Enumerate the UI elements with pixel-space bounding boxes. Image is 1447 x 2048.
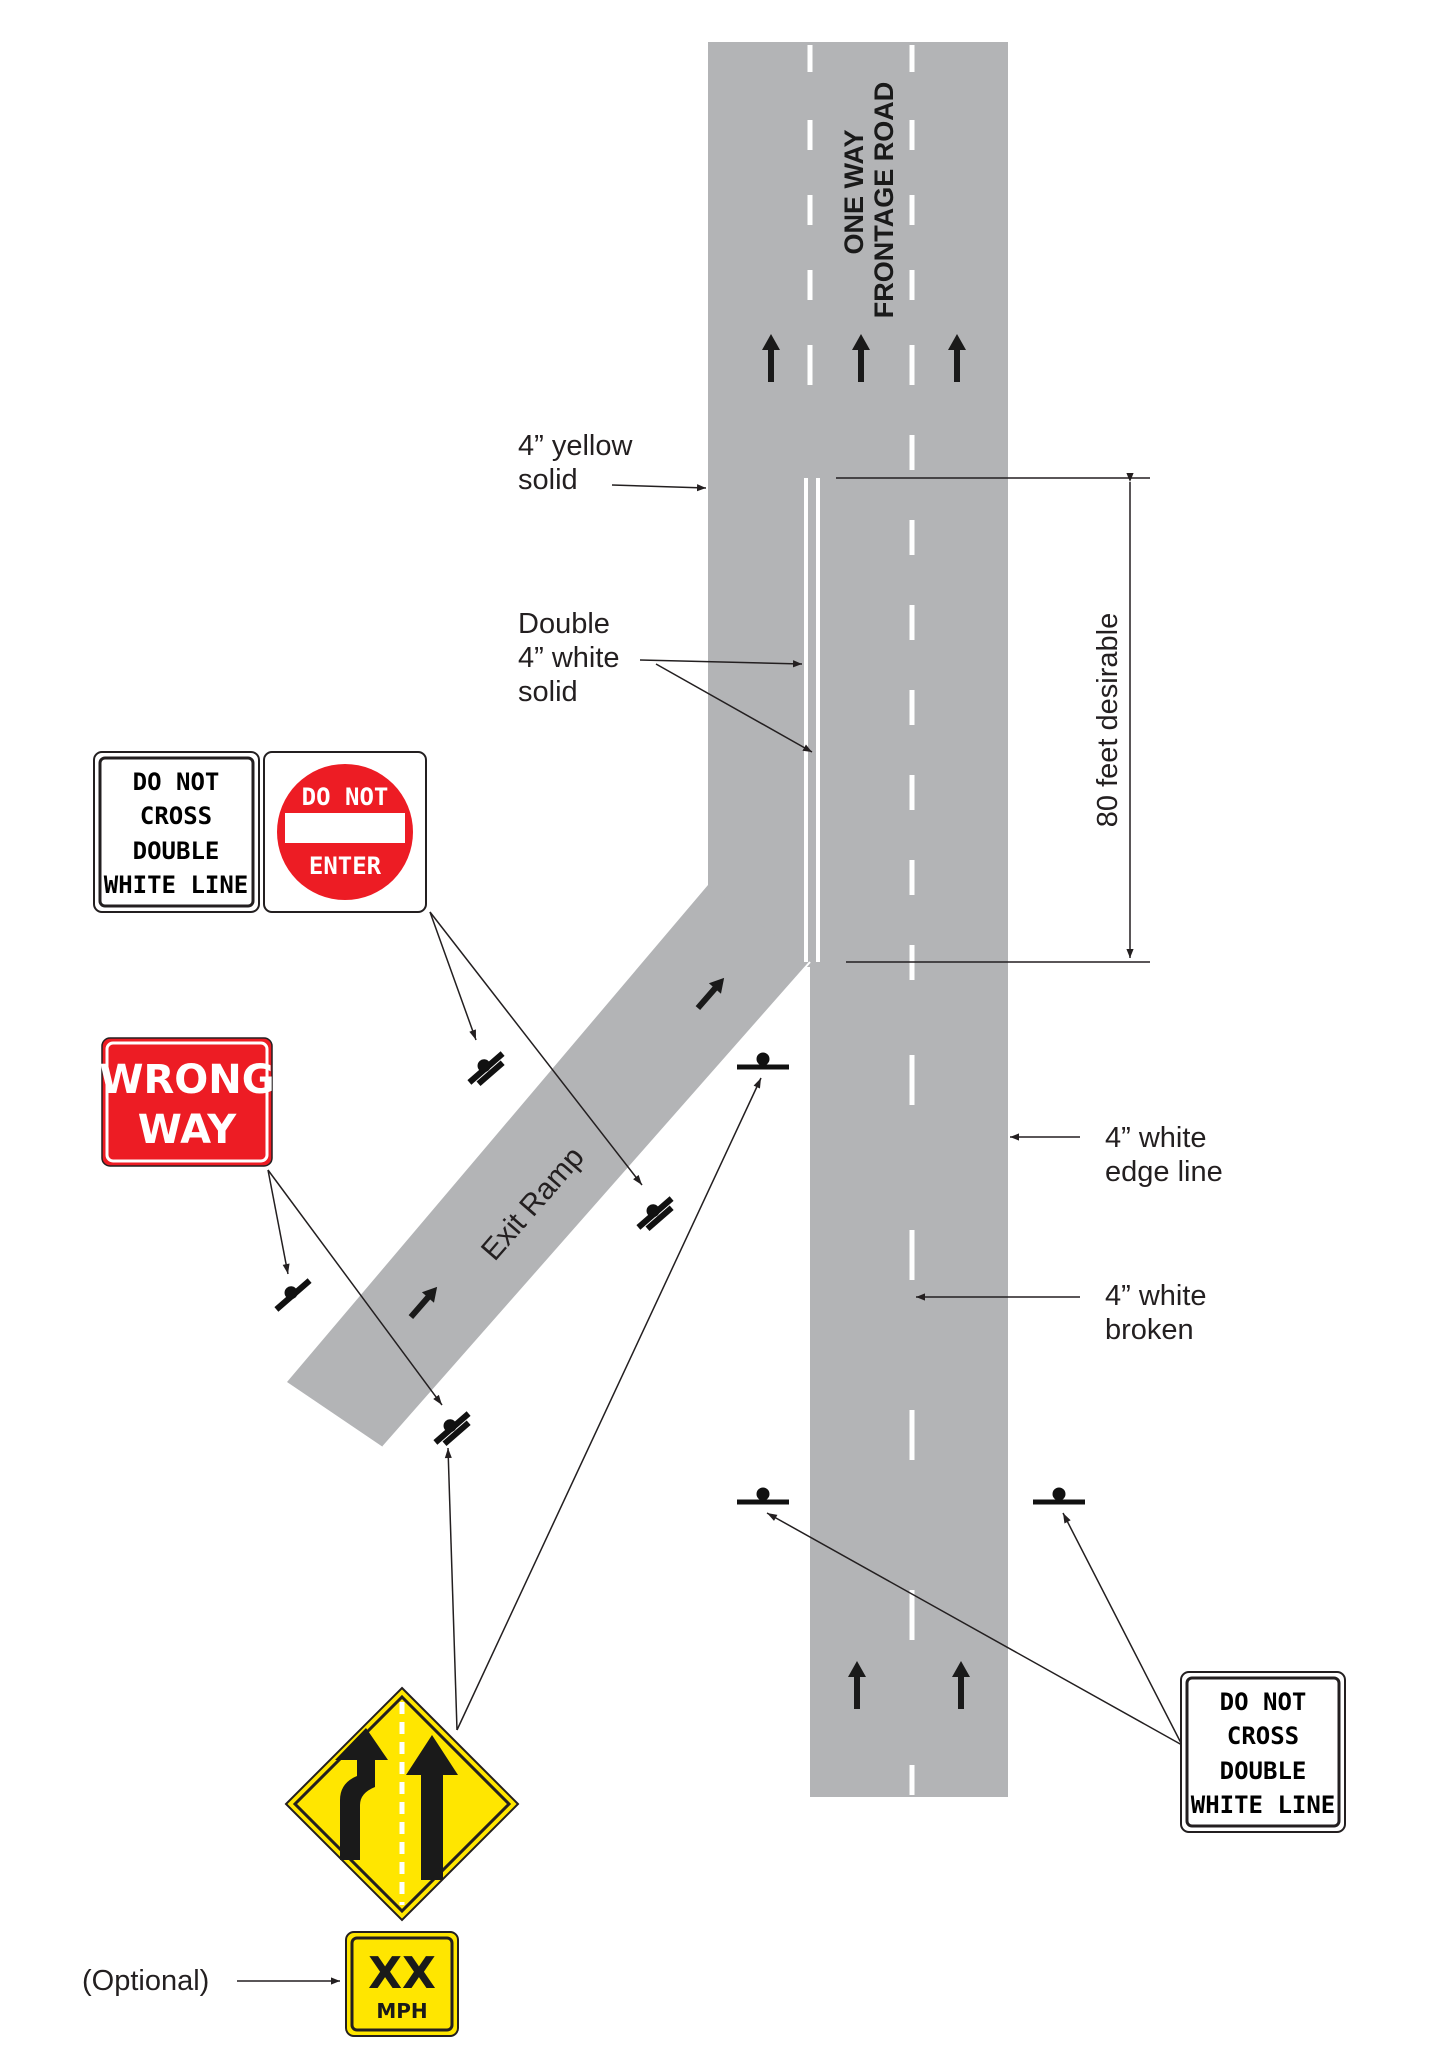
do-not-cross-top-line-4: WHITE LINE <box>104 871 249 899</box>
ramp-gore-edge <box>382 961 811 1448</box>
edge-line-label-1: 4” white <box>1105 1122 1207 1154</box>
ramp-arrow-icon <box>408 1286 438 1320</box>
frontage-road-label: ONE WAY FRONTAGE ROAD <box>839 82 899 319</box>
sign-added-lane-warning <box>284 1686 520 1922</box>
double-white-label-1: Double <box>518 608 610 640</box>
speed-plaque-unit: MPH <box>376 1999 427 2023</box>
sign-speed-plaque: XX MPH <box>345 1931 459 2037</box>
do-not-cross-top-line-3: DOUBLE <box>133 837 220 865</box>
road-label-line-1: ONE WAY <box>839 129 869 254</box>
merge-arrow-icon <box>335 1728 458 1880</box>
post-icon-ramp-entrance <box>433 1411 471 1447</box>
post-icon-road-left <box>737 1487 789 1505</box>
frontage-road-upper <box>708 42 1008 967</box>
double-white-label-3: solid <box>518 676 578 708</box>
sign-do-not-cross-top: DO NOT CROSS DOUBLE WHITE LINE <box>93 751 260 913</box>
do-not-cross-top-line-1: DO NOT <box>133 768 220 796</box>
annotation-broken-line: 4” white broken <box>916 1280 1207 1346</box>
broken-line-label-1: 4” white <box>1105 1280 1207 1312</box>
road-surfaces <box>287 42 1008 1797</box>
lane-arrows <box>408 334 970 1709</box>
frontage-road-lower <box>810 960 1008 1797</box>
sign-do-not-enter: DO NOT ENTER <box>263 751 427 913</box>
do-not-cross-top-line-2: CROSS <box>140 802 212 830</box>
sign-do-not-cross-bottom: DO NOT CROSS DOUBLE WHITE LINE <box>1180 1671 1346 1833</box>
annotation-edge-line: 4” white edge line <box>1010 1122 1223 1188</box>
sign-wrong-way: WRONG WAY <box>99 1037 275 1167</box>
post-icon-road-right <box>1033 1487 1085 1505</box>
annotation-double-white: Double 4” white solid <box>518 608 813 753</box>
annotation-yellow-solid: 4” yellow solid <box>518 430 707 496</box>
arrow-up-icon <box>848 1661 866 1709</box>
wrong-way-line-1: WRONG <box>99 1057 274 1103</box>
do-not-enter-line-2: ENTER <box>309 852 382 880</box>
do-not-cross-bottom-line-2: CROSS <box>1227 1722 1299 1750</box>
yellow-solid-label-2: solid <box>518 464 578 496</box>
post-icon-gore <box>737 1052 789 1070</box>
arrow-up-icon <box>952 1661 970 1709</box>
do-not-cross-bottom-line-3: DOUBLE <box>1220 1757 1307 1785</box>
arrow-up-icon <box>852 334 870 382</box>
speed-plaque-value: XX <box>368 1948 436 1999</box>
do-not-enter-line-1: DO NOT <box>302 783 389 811</box>
do-not-cross-bottom-line-4: WHITE LINE <box>1191 1791 1336 1819</box>
broken-line-label-2: broken <box>1105 1314 1194 1346</box>
arrow-up-icon <box>762 334 780 382</box>
edge-line-label-2: edge line <box>1105 1156 1223 1188</box>
annotation-optional: (Optional) <box>82 1965 340 1997</box>
distance-label: 80 feet desirable <box>1092 613 1124 827</box>
road-label-line-2: FRONTAGE ROAD <box>869 82 899 319</box>
sign-leader-lines <box>267 911 1183 1746</box>
yellow-solid-label-1: 4” yellow <box>518 430 633 462</box>
post-icon-ramp-right <box>636 1196 674 1232</box>
wrong-way-line-2: WAY <box>138 1107 237 1153</box>
double-white-label-2: 4” white <box>518 642 620 674</box>
post-icon-ramp-left-upper <box>467 1051 505 1087</box>
pavement-markings <box>382 45 915 1795</box>
arrow-up-icon <box>948 334 966 382</box>
optional-label: (Optional) <box>82 1965 209 1997</box>
post-icon-ramp-left-lower <box>274 1278 312 1312</box>
sign-post-symbols <box>274 1051 1085 1505</box>
do-not-cross-bottom-line-1: DO NOT <box>1220 1688 1307 1716</box>
ramp-arrow-icon <box>695 977 725 1011</box>
distance-dimension <box>836 473 1150 963</box>
